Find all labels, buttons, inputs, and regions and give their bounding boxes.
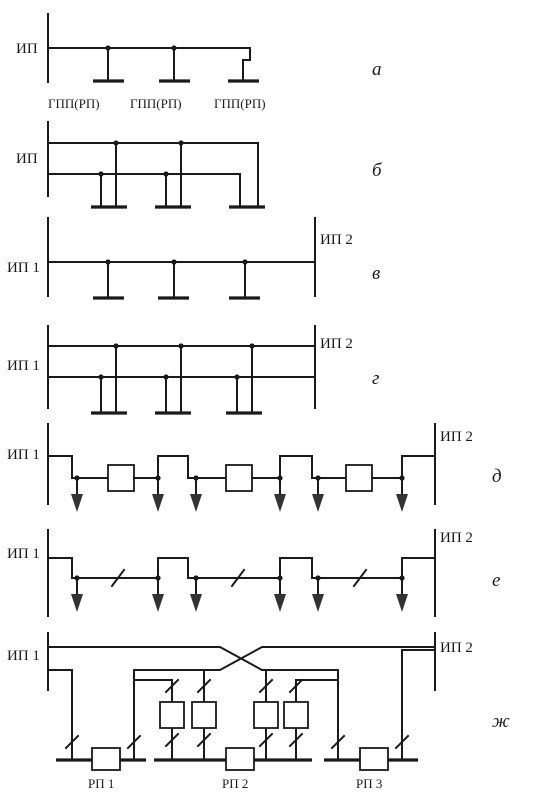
scheme-zh-transformer-box-1	[159, 701, 185, 729]
scheme-zh-rp-box-1	[91, 747, 121, 771]
scheme-v-tag: в	[372, 263, 380, 284]
scheme-a-tag: а	[372, 59, 382, 80]
scheme-b: ИП б	[16, 121, 383, 209]
scheme-zh-tag: ж	[492, 711, 510, 732]
scheme-a-load-label-3: ГПП(РП)	[214, 96, 266, 111]
scheme-zh-source2-label: ИП 2	[440, 640, 473, 656]
scheme-g-source2-label: ИП 2	[320, 336, 353, 352]
scheme-v: ИП 1 ИП 2 в	[7, 217, 380, 300]
scheme-zh-transformer-box-4	[283, 701, 309, 729]
scheme-a-source-label: ИП	[16, 41, 38, 57]
scheme-d-source2-label: ИП 2	[440, 429, 473, 445]
scheme-g-source1-label: ИП 1	[7, 358, 40, 374]
scheme-b-tag: б	[372, 160, 383, 181]
scheme-a: ИП ГПП(РП) ГПП(РП) ГПП(РП) а	[16, 13, 382, 111]
scheme-zh-rp-box-2	[225, 747, 255, 771]
scheme-d-tag: д	[492, 466, 502, 487]
scheme-d-transformer-box-2	[225, 464, 253, 492]
scheme-zh: РП 1 РП 2 РП 3 ИП 1 ИП 2 ж	[7, 632, 510, 791]
scheme-zh-transformer-box-2	[191, 701, 217, 729]
scheme-zh-transformer-box-3	[253, 701, 279, 729]
scheme-e-source1-label: ИП 1	[7, 546, 40, 562]
scheme-g: ИП 1 ИП 2 г	[7, 325, 379, 415]
scheme-zh-rp2-label: РП 2	[222, 776, 248, 791]
scheme-d-transformer-box-3	[345, 464, 373, 492]
scheme-g-tag: г	[372, 368, 379, 389]
scheme-a-load-label-1: ГПП(РП)	[48, 96, 100, 111]
scheme-d-source1-label: ИП 1	[7, 447, 40, 463]
scheme-a-load-label-2: ГПП(РП)	[130, 96, 182, 111]
scheme-d: ИП 1 ИП 2 д	[7, 423, 502, 512]
scheme-v-source1-label: ИП 1	[7, 260, 40, 276]
scheme-e: ИП 1 ИП 2 е	[7, 529, 500, 617]
scheme-d-transformer-box-1	[107, 464, 135, 492]
scheme-zh-rp1-label: РП 1	[88, 776, 114, 791]
scheme-zh-rp-box-3	[359, 747, 389, 771]
scheme-zh-rp3-label: РП 3	[356, 776, 382, 791]
scheme-b-source-label: ИП	[16, 151, 38, 167]
scheme-zh-source1-label: ИП 1	[7, 648, 40, 664]
scheme-e-source2-label: ИП 2	[440, 530, 473, 546]
scheme-e-tag: е	[492, 570, 500, 591]
scheme-v-source2-label: ИП 2	[320, 232, 353, 248]
